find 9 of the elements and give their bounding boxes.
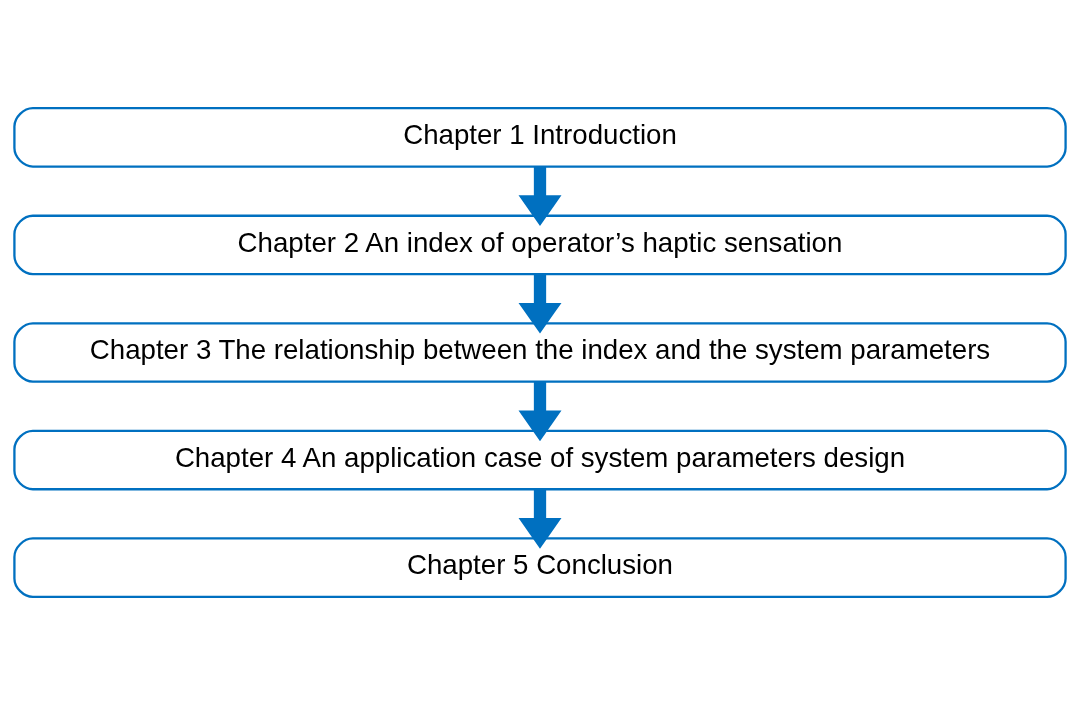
node-box: Chapter 4 An application case of system parameters design	[13, 429, 1067, 490]
node-box: Chapter 3 The relationship between the index and the system parameters	[13, 321, 1067, 383]
arrow	[518, 273, 562, 334]
node-box: Chapter 5 Conclusion	[13, 536, 1067, 598]
node-box: Chapter 2 An index of operator’s haptic sensation	[13, 214, 1067, 275]
arrow	[518, 381, 562, 441]
arrow	[518, 489, 562, 549]
arrow	[518, 166, 562, 226]
node-box: Chapter 1 Introduction	[13, 106, 1067, 168]
